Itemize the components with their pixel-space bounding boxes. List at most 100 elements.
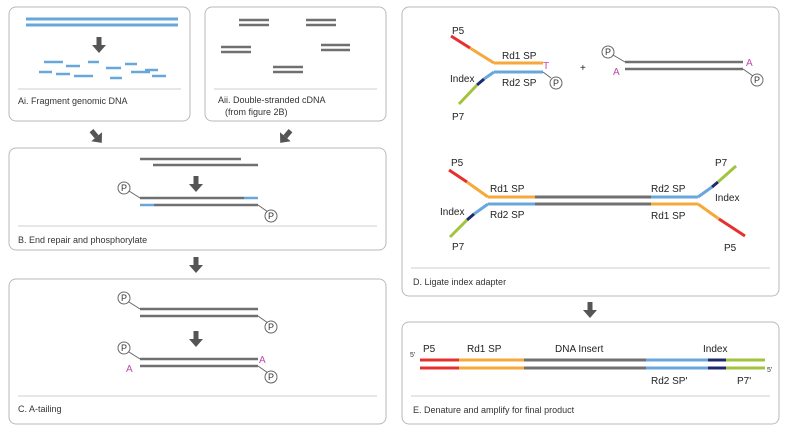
lig-right-index-label: Index [715,193,739,204]
panel-b: B. End repair and phosphorylate PP [8,147,387,251]
phosphate-circle [601,45,615,59]
lig-left-p5-label: P5 [451,158,464,169]
phosphate-circle [264,370,278,384]
adapter-phosphate: P [549,76,563,90]
arrow-ai-to-b [89,129,103,143]
panel-ai-frame [8,6,191,122]
phosphate-right: P [264,209,278,223]
lig-left-rd2-slope [473,202,489,216]
phosphate-label: P [121,293,127,303]
phosphate-label: P [268,322,274,332]
adapter-p5-label: P5 [452,26,465,37]
lig-left-rd2-label: Rd2 SP [490,210,525,221]
adapter-index-segment [476,77,485,87]
phosphate-label: P [553,78,559,88]
arrow-head [189,265,203,273]
panel-aii-caption-line2: (from figure 2B) [225,107,288,117]
five-prime-left: 5' [410,352,415,359]
phosphate-circle [549,76,563,90]
phosphate-label: P [605,47,611,57]
panel-c-caption: C. A-tailing [18,404,62,414]
end-repair-arrow [189,176,203,192]
phosphate-circle [117,341,131,355]
panel-ai: Ai. Fragment genomic DNA [8,6,191,122]
arrow-d-to-e [583,302,597,318]
insert-a-right: A [746,58,753,69]
arrow-aii-to-b [279,129,293,143]
panel-aii-caption-line1: Aii. Double-stranded cDNA [218,95,326,105]
panel-d-caption: D. Ligate index adapter [413,277,506,287]
panel-e: E. Denature and amplify for final produc… [401,321,780,425]
lig-left-p5 [448,168,468,184]
adapter-p7-label: P7 [452,112,465,123]
final-rd1-label: Rd1 SP [467,344,502,355]
phosphate-label: P [121,183,127,193]
lig-left-index-label: Index [440,207,464,218]
arrow-shaft [193,176,199,184]
adapter-p5-segment [450,34,471,50]
insert-phosphate-link-right [742,68,754,77]
panel-aii: Aii. Double-stranded cDNA (from figure 2… [204,6,387,122]
arrow-head [583,310,597,318]
lig-right-p5-label: P5 [724,243,737,254]
end-repair-illustration: PP [117,157,278,223]
insert-phosphate-link-left [612,54,626,63]
lig-right-rd2-label: Rd2 SP [651,184,686,195]
final-p7-prime-label: P7' [737,376,751,387]
lig-right-p7-label: P7 [715,158,728,169]
arrow-head [189,339,203,347]
adapter-phosphate-link [542,71,552,79]
adapter-rd1-slope [469,46,495,65]
phosphate-bottom-left: P [117,341,131,355]
final-rd2-prime-label: Rd2 SP' [651,376,687,387]
arrow-head [92,45,106,53]
lig-right-rd1-label: Rd1 SP [651,211,686,222]
five-prime-right: 5' [767,367,772,374]
insert-a-left: A [613,67,620,78]
fragment-arrow [92,37,106,53]
phosphate-link-right [257,204,269,213]
a-overhang-right: A [259,355,266,366]
panel-d-frame [401,6,780,297]
phosphate-left: P [117,181,131,195]
phosphate-label: P [268,372,274,382]
panel-aii-frame [204,6,387,122]
adapter-t-overhang: T [543,61,549,72]
plus-sign: + [580,63,586,74]
phosphate-link-left [128,190,141,199]
phosphate-circle [264,320,278,334]
cdna-fragments [221,18,350,74]
panel-c-frame [8,278,387,425]
genomic-dna-fragments [39,60,166,80]
phosphate-label: P [121,343,127,353]
phosphate-bottom-right: P [264,370,278,384]
arrow-shaft [587,302,593,310]
phosphate-link-left [128,301,141,310]
arrow-head [279,132,291,143]
arrow-shaft [193,331,199,339]
phosphate-circle [117,291,131,305]
panel-e-caption: E. Denature and amplify for final produc… [413,405,575,415]
phosphate-circle [264,209,278,223]
lig-right-rd1-slope [697,202,720,221]
phosphate-circle [750,73,764,87]
phosphate-link-left [128,351,141,360]
phosphate-top-right: P [264,320,278,334]
insert-phosphate-right: P [750,73,764,87]
final-insert-label: DNA Insert [555,344,604,355]
arrow-shaft [89,129,99,139]
lig-right-index [711,180,719,189]
lig-right-rd2-slope [697,185,713,199]
lig-right-p7 [717,164,737,184]
panel-ai-caption: Ai. Fragment genomic DNA [18,96,128,106]
phosphate-label: P [268,211,274,221]
panel-b-caption: B. End repair and phosphorylate [18,235,147,245]
final-index-label: Index [703,344,727,355]
genomic-dna-strands [26,17,178,27]
adapter-rd2-slope [483,70,495,81]
